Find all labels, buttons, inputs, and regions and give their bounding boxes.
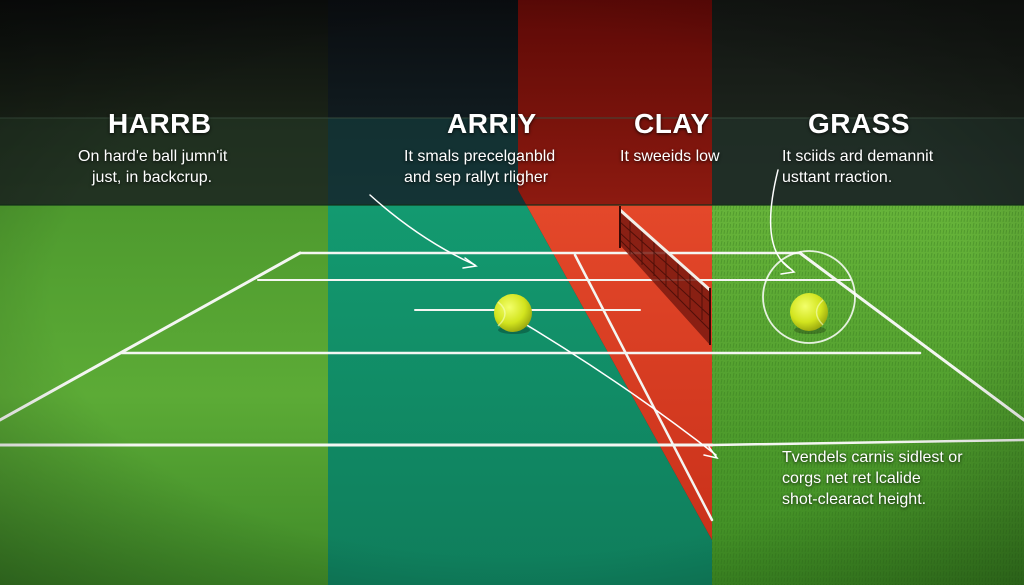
panel-grass-line-1: It sciids ard demannit xyxy=(782,148,934,165)
panel-clay-line-1: It sweeids low xyxy=(620,148,720,165)
panel-arriy-line-2: and sep rallyt rligher xyxy=(404,169,549,186)
panel-hard-line-2: just, in backcrup. xyxy=(92,169,213,186)
panel-arriy-description: It smals precelganbld and sep rallyt rli… xyxy=(404,146,555,188)
panel-hard-title: HARRB xyxy=(108,108,212,139)
panel-hard-description: On hard'e ball jumn'it just, in backcrup… xyxy=(78,146,227,188)
panel-arriy-line-1: It smals precelganbld xyxy=(404,148,556,165)
grass-note: Tvendels carnis sidlest or corgs net ret… xyxy=(782,447,963,510)
grass-note-line-3: shot-clearact height. xyxy=(782,491,927,508)
grass-note-line-2: corgs net ret lcalide xyxy=(782,470,921,487)
panel-arriy-title: ARRIY xyxy=(447,108,537,139)
panel-grass-line-2: usttant rraction. xyxy=(782,169,893,186)
panel-clay-title: CLAY xyxy=(634,108,710,139)
panel-grass-title: GRASS xyxy=(808,108,911,139)
panel-hard-line-1: On hard'e ball jumn'it xyxy=(78,148,228,165)
panel-grass-description: It sciids ard demannit usttant rraction. xyxy=(782,146,933,188)
grass-note-line-1: Tvendels carnis sidlest or xyxy=(782,449,963,466)
panel-clay-description: It sweeids low xyxy=(620,146,720,167)
